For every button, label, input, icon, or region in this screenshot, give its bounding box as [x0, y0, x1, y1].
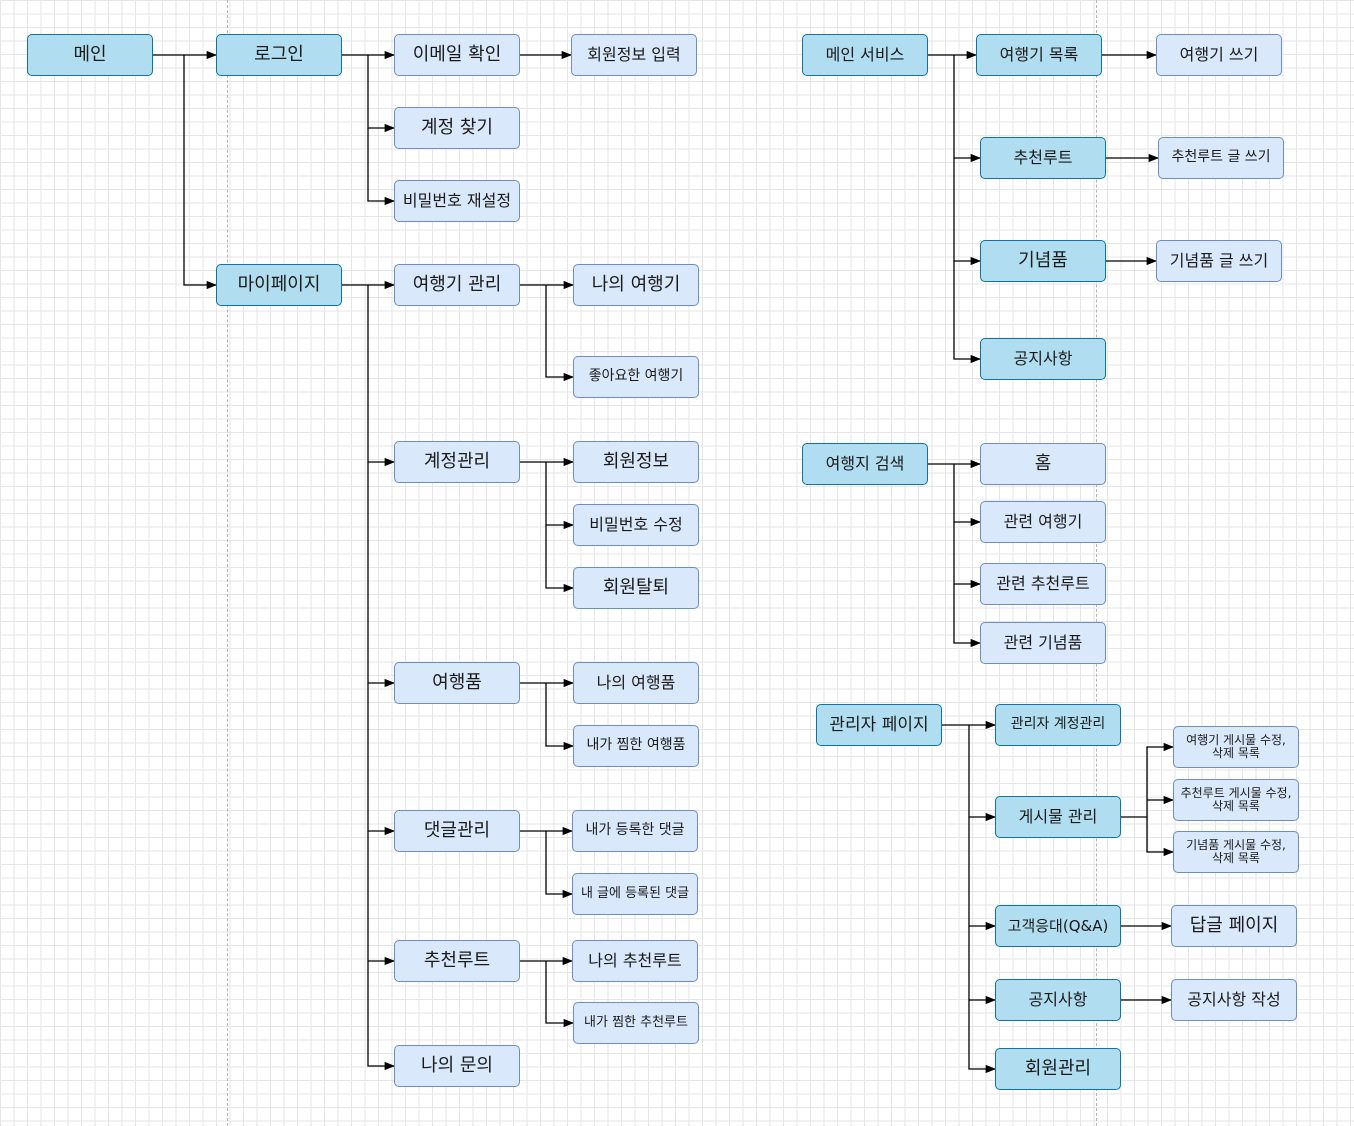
edge-post-travelog [1121, 742, 1175, 818]
edge-search-route [953, 522, 982, 589]
node-my-comments: 내가 등록한 댓글 [572, 810, 698, 852]
node-write-notice: 공지사항 작성 [1171, 979, 1297, 1021]
edge-mypage-route [367, 831, 396, 966]
edge-admin-notice [968, 926, 997, 1005]
edge-search-souvenir [953, 584, 982, 648]
node-main-service: 메인 서비스 [802, 34, 928, 76]
edge-comment-onmine [545, 831, 574, 899]
node-cs: 고객응대(Q&A) [995, 905, 1121, 947]
page-boundary-left [227, 0, 228, 1126]
node-route-mp: 추천루트 [394, 940, 520, 982]
node-comments-on-my-posts: 내 글에 등록된 댓글 [572, 873, 698, 915]
node-reply-page: 답글 페이지 [1171, 905, 1297, 947]
edge-mypage-account [367, 285, 396, 467]
node-write-route: 추천루트 글 쓰기 [1158, 137, 1284, 179]
node-my-goods: 나의 여행품 [573, 662, 699, 704]
node-login: 로그인 [216, 34, 342, 76]
node-comment-manage: 댓글관리 [394, 810, 520, 852]
edge-account-withdraw [545, 525, 575, 593]
node-liked-travelog: 좋아요한 여행기 [573, 356, 699, 398]
node-rel-route: 관련 추천루트 [980, 563, 1106, 605]
node-reset-password: 비밀번호 재설정 [394, 180, 520, 222]
node-email-check: 이메일 확인 [394, 34, 520, 76]
node-admin-account: 관리자 계정관리 [995, 704, 1121, 746]
node-route-post-edit: 추천루트 게시물 수정, 삭제 목록 [1173, 779, 1299, 821]
node-wished-goods: 내가 찜한 여행품 [573, 725, 699, 767]
node-post-manage: 게시물 관리 [995, 796, 1121, 838]
node-write-travelog: 여행기 쓰기 [1156, 34, 1282, 76]
edge-main-mypage [183, 55, 218, 290]
node-account-manage: 계정관리 [394, 441, 520, 483]
edge-login-find [367, 55, 396, 133]
node-write-souvenir: 기념품 글 쓰기 [1156, 240, 1282, 282]
node-admin: 관리자 페이지 [816, 704, 942, 746]
edge-travelog-liked [545, 285, 575, 382]
node-notice: 공지사항 [980, 338, 1106, 380]
edge-goods-wished [545, 683, 575, 751]
node-my-inquiry: 나의 문의 [394, 1045, 520, 1087]
edge-mypage-goods [367, 462, 396, 688]
edge-account-pw [545, 462, 575, 530]
edge-mypage-inquiry [367, 961, 396, 1071]
node-withdraw: 회원탈퇴 [573, 567, 699, 609]
node-find-account: 계정 찾기 [394, 107, 520, 149]
edge-admin-cs [968, 817, 997, 931]
node-travelog-post-edit: 여행기 게시물 수정, 삭제 목록 [1173, 726, 1299, 768]
edge-search-travelog [953, 464, 982, 527]
node-member-info: 회원정보 [573, 441, 699, 483]
node-route: 추천루트 [980, 137, 1106, 179]
node-wished-route: 내가 찜한 추천루트 [573, 1002, 699, 1044]
edge-route-wished [545, 961, 575, 1028]
edge-admin-post [968, 725, 997, 822]
node-admin-notice: 공지사항 [995, 979, 1121, 1021]
node-rel-souvenir: 관련 기념품 [980, 622, 1106, 664]
node-mypage: 마이페이지 [216, 264, 342, 306]
node-travel-goods: 여행품 [394, 662, 520, 704]
node-home: 홈 [980, 443, 1106, 485]
node-my-route: 나의 추천루트 [572, 940, 698, 982]
edge-admin-member [968, 1000, 997, 1074]
node-search: 여행지 검색 [802, 443, 928, 485]
node-travelog-manage: 여행기 관리 [394, 264, 520, 306]
edge-service-souvenir [953, 158, 982, 266]
node-main: 메인 [27, 34, 153, 76]
edge-mypage-comment [367, 683, 396, 836]
node-souvenir: 기념품 [980, 240, 1106, 282]
node-member-info-input: 회원정보 입력 [571, 34, 697, 76]
node-member-manage: 회원관리 [995, 1048, 1121, 1090]
edge-post-souvenir [1146, 817, 1175, 857]
node-rel-travelog: 관련 여행기 [980, 501, 1106, 543]
edge-service-notice [953, 261, 982, 364]
edge-login-reset [367, 128, 396, 206]
node-edit-password: 비밀번호 수정 [573, 504, 699, 546]
node-travelog-list: 여행기 목록 [976, 34, 1102, 76]
node-souvenir-post-edit: 기념품 게시물 수정, 삭제 목록 [1173, 831, 1299, 873]
node-my-travelog: 나의 여행기 [573, 264, 699, 306]
